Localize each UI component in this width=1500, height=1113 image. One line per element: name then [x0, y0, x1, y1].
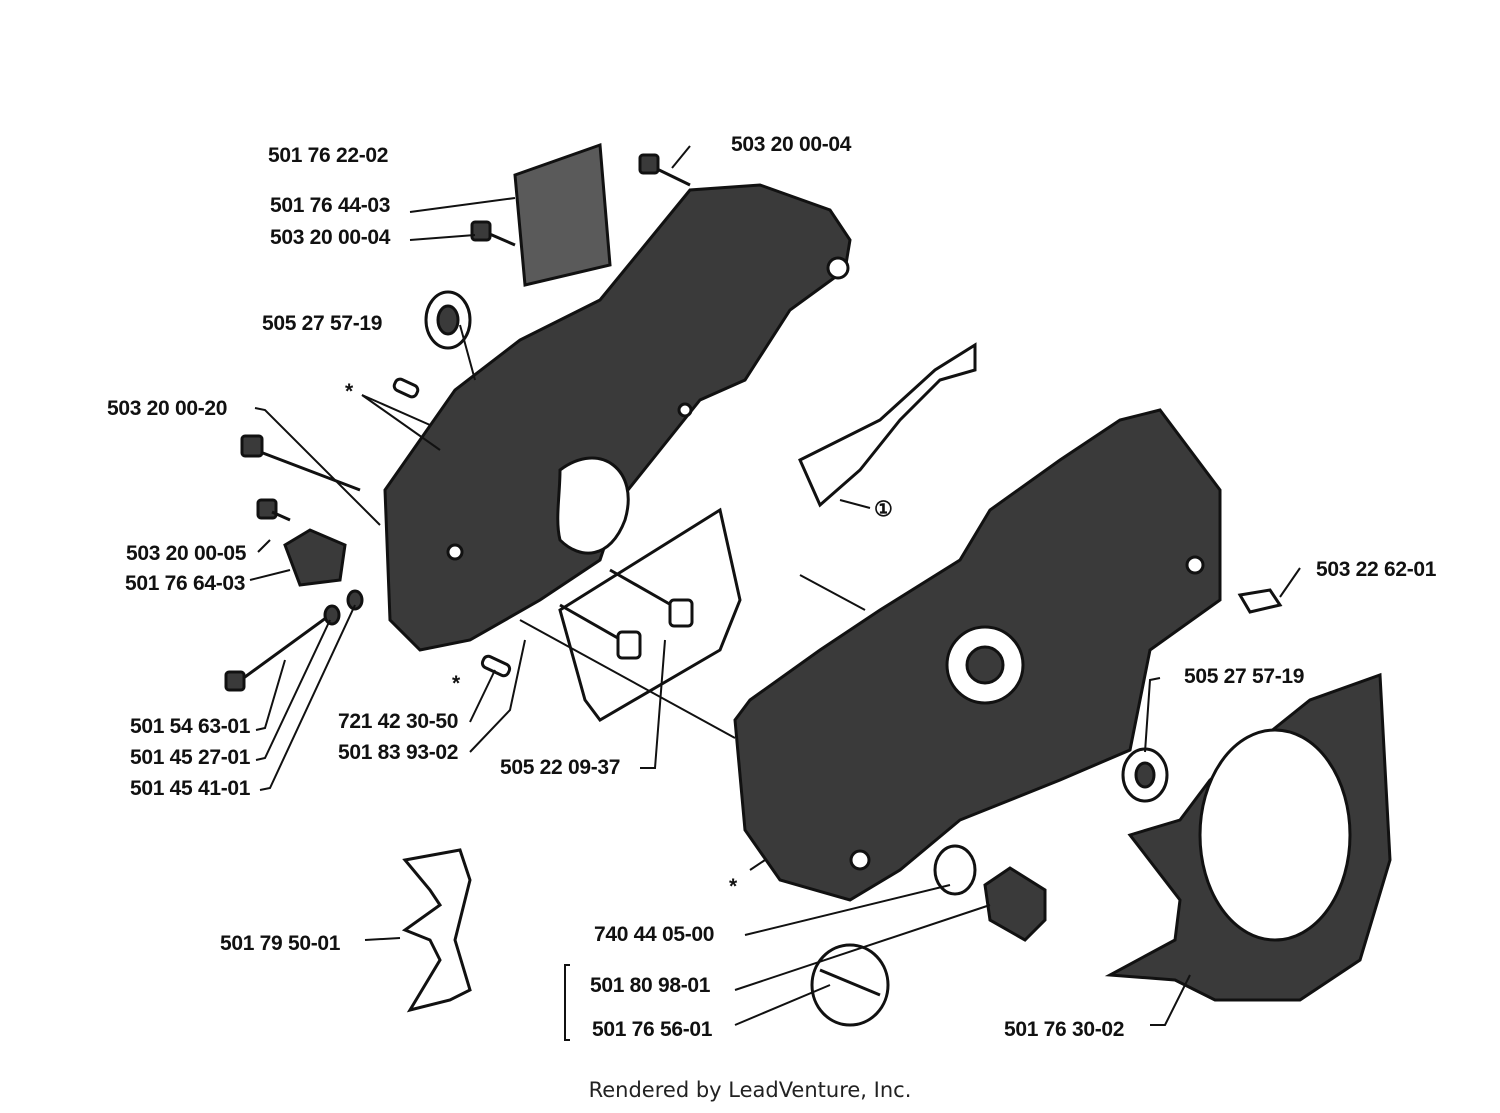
leader-lines — [249, 145, 1301, 1041]
label-501-45-27-01: 501 45 27-01 — [130, 746, 251, 769]
label-501-45-41-01: 501 45 41-01 — [130, 777, 251, 800]
part-labels: 501 76 22-02 503 20 00-04 501 76 44-03 5… — [107, 133, 1437, 1041]
label-505-27-57-19-right: 505 27 57-19 — [1184, 665, 1304, 688]
oil-cap — [983, 866, 1047, 942]
screw-long-upper — [240, 434, 361, 492]
label-505-27-57-19-upper: 505 27 57-19 — [262, 312, 382, 335]
label-501-76-22-02: 501 76 22-02 — [268, 144, 388, 167]
label-501-76-44-03: 501 76 44-03 — [270, 194, 390, 217]
washers — [323, 589, 364, 626]
bracket-clip — [283, 528, 347, 587]
label-505-22-09-37: 505 22 09-37 — [500, 756, 620, 779]
gasket — [558, 342, 977, 722]
star-marker-right: * — [729, 875, 738, 898]
label-503-20-00-20: 503 20 00-20 — [107, 397, 227, 420]
callout-1: ① — [874, 498, 893, 521]
crankcase-right-half — [733, 408, 1222, 902]
label-501-76-64-03: 501 76 64-03 — [125, 572, 245, 595]
filler-cap-disc — [810, 943, 890, 1027]
label-501-76-56-01: 501 76 56-01 — [592, 1018, 713, 1041]
clip-right — [1237, 588, 1283, 614]
label-501-54-63-01: 501 54 63-01 — [130, 715, 251, 738]
screw-long-lower — [224, 613, 331, 692]
cover-plate — [513, 142, 612, 287]
label-721-42-30-50: 721 42 30-50 — [338, 710, 458, 733]
o-ring — [933, 844, 977, 896]
star-marker-lower: * — [452, 672, 461, 695]
seal-upper — [424, 290, 472, 350]
label-503-22-62-01: 503 22 62-01 — [1316, 558, 1437, 581]
label-503-20-00-04-top: 503 20 00-04 — [731, 133, 852, 156]
label-503-20-00-04-mid: 503 20 00-04 — [270, 226, 391, 249]
star-marker-upper: * — [345, 380, 354, 403]
chain-catcher — [401, 848, 472, 1013]
footer-credit: Rendered by LeadVenture, Inc. — [588, 1078, 912, 1102]
screw-mid — [470, 220, 516, 247]
seal-right — [1121, 747, 1169, 803]
bolts-centre — [559, 568, 694, 660]
crankcase-left-half — [383, 183, 852, 652]
label-501-79-50-01: 501 79 50-01 — [220, 932, 341, 955]
label-501-76-30-02: 501 76 30-02 — [1004, 1018, 1124, 1041]
clutch-cover — [1104, 672, 1392, 1002]
label-501-80-98-01: 501 80 98-01 — [590, 974, 711, 997]
screw-small — [256, 498, 291, 522]
label-501-83-93-02: 501 83 93-02 — [338, 741, 458, 764]
label-740-44-05-00: 740 44 05-00 — [594, 923, 714, 946]
label-503-20-00-05: 503 20 00-05 — [126, 542, 247, 565]
screw-top — [638, 153, 691, 187]
